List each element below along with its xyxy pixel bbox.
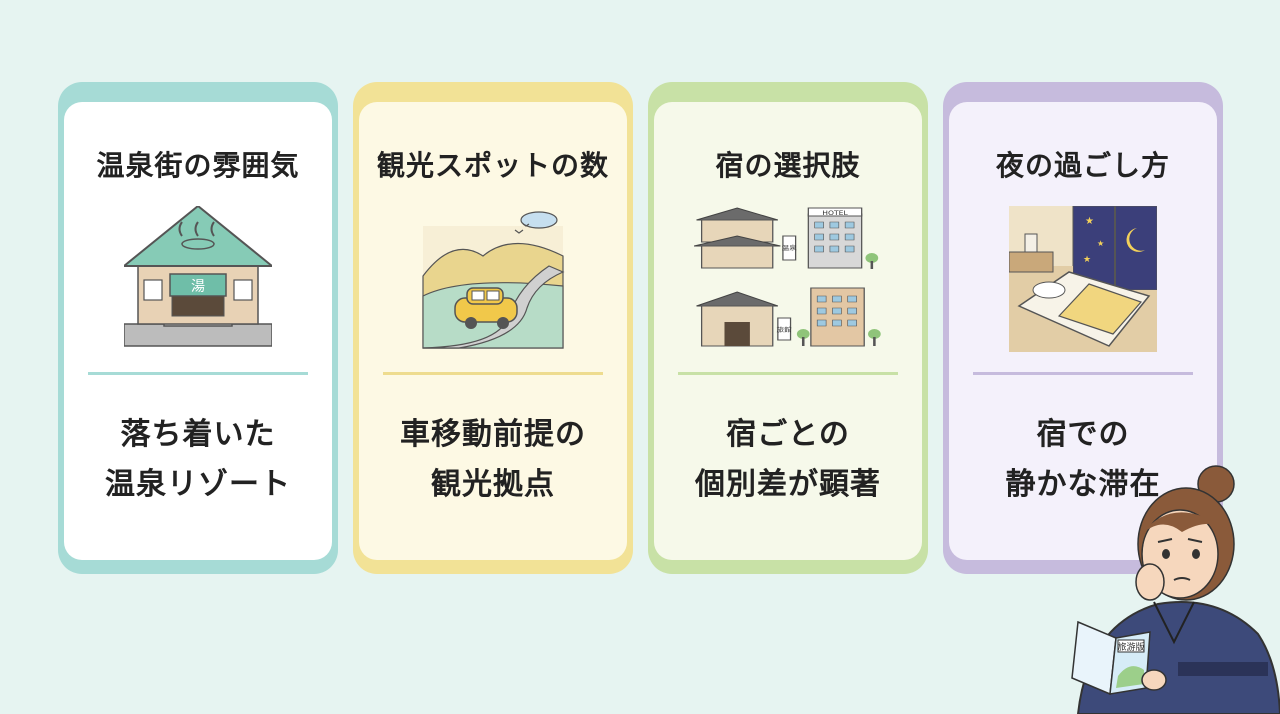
card-body: 観光スポットの数 車移動前提の 観光拠点 bbox=[359, 102, 627, 560]
card-title: 夜の過ごし方 bbox=[995, 149, 1170, 182]
card-body: 温泉街の雰囲気 湯 落ち着いた 温泉リゾート bbox=[64, 102, 332, 560]
hot-spring-inn-icon: 湯 bbox=[124, 206, 272, 347]
night-room-icon: ★ ★ ★ bbox=[1009, 206, 1157, 352]
svg-text:★: ★ bbox=[1097, 239, 1104, 248]
card-body: 夜の過ごし方 ★ ★ ★ 宿での 静かな滞在 bbox=[949, 102, 1217, 560]
card-title: 観光スポットの数 bbox=[376, 149, 609, 182]
card-title: 温泉街の雰囲気 bbox=[96, 149, 300, 182]
card-description: 宿での 静かな滞在 bbox=[949, 410, 1217, 510]
divider bbox=[88, 372, 308, 375]
card-description: 落ち着いた 温泉リゾート bbox=[64, 410, 332, 510]
hotel-sign: HOTEL bbox=[822, 210, 848, 217]
desc-line-1: 落ち着いた bbox=[120, 417, 276, 452]
card-body: 宿の選択肢 温泉 HOTEL 旅館 bbox=[654, 102, 922, 560]
desc-line-2: 個別差が顕著 bbox=[695, 467, 881, 502]
svg-text:★: ★ bbox=[1085, 216, 1094, 227]
card-night-stay: 夜の過ごし方 ★ ★ ★ 宿での 静かな滞在 bbox=[943, 82, 1223, 574]
sign-a: 温泉 bbox=[782, 244, 797, 252]
hotels-icon: 温泉 HOTEL 旅館 bbox=[694, 207, 881, 347]
desc-line-1: 宿での bbox=[1036, 417, 1130, 452]
card-onsen-atmosphere: 温泉街の雰囲気 湯 落ち着いた 温泉リゾート bbox=[58, 82, 338, 574]
desc-line-2: 温泉リゾート bbox=[105, 467, 291, 502]
desc-line-2: 観光拠点 bbox=[431, 467, 555, 502]
svg-text:★: ★ bbox=[1083, 255, 1091, 265]
card-title: 宿の選択肢 bbox=[715, 149, 861, 182]
card-description: 車移動前提の 観光拠点 bbox=[359, 410, 627, 510]
car-road-icon bbox=[422, 211, 565, 349]
desc-line-1: 宿ごとの bbox=[726, 417, 850, 452]
divider bbox=[383, 372, 603, 375]
desc-line-2: 静かな滞在 bbox=[1005, 467, 1161, 502]
onsen-sign: 湯 bbox=[191, 278, 205, 295]
card-sightseeing-spots: 観光スポットの数 車移動前提の 観光拠点 bbox=[353, 82, 633, 574]
thinking-woman-icon: 旅游版 bbox=[1071, 465, 1280, 714]
card-lodging-options: 宿の選択肢 温泉 HOTEL 旅館 bbox=[648, 82, 928, 574]
divider bbox=[973, 372, 1193, 375]
card-description: 宿ごとの 個別差が顕著 bbox=[654, 410, 922, 510]
sign-b: 旅館 bbox=[777, 326, 792, 334]
desc-line-1: 車移動前提の bbox=[400, 417, 586, 452]
divider bbox=[678, 372, 898, 375]
book-label: 旅游版 bbox=[1117, 641, 1144, 653]
